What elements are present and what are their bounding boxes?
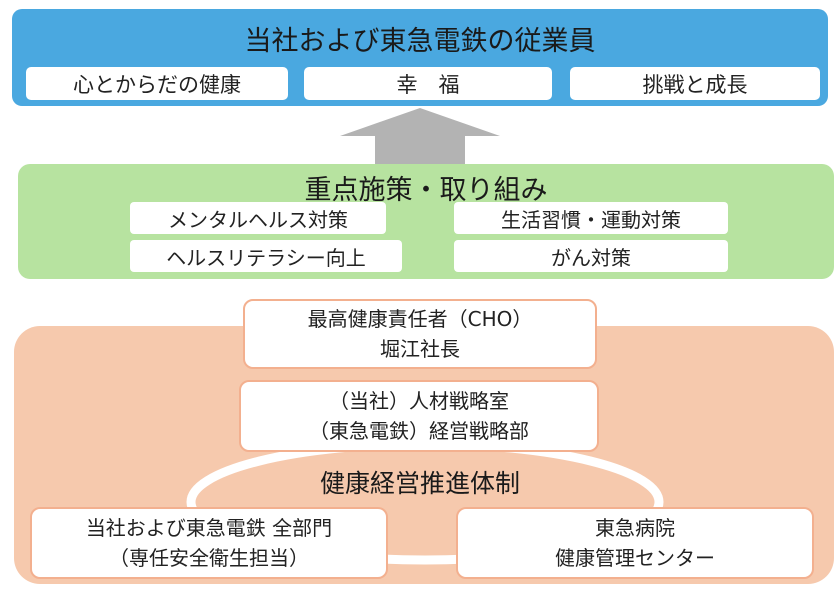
goal-happiness: 幸 福 [304, 67, 552, 100]
safety-health-staff-label: （専任安全衛生担当） [109, 546, 309, 570]
system-label: 健康経営推進体制 [319, 469, 520, 498]
initiative-lifestyle-exercise: 生活習慣・運動対策 [454, 202, 728, 234]
strategy-dept-railway: （東急電鉄）経営戦略部 [309, 419, 529, 443]
hospital-name: 東急病院 [595, 516, 675, 540]
initiative-health-literacy: ヘルスリテラシー向上 [130, 240, 402, 272]
initiatives-title: 重点施策・取り組み [304, 174, 548, 206]
all-departments-box: 当社および東急電鉄 全部門 （専任安全衛生担当） [30, 507, 388, 579]
cho-box: 最高健康責任者（CHO） 堀江社長 [243, 299, 597, 369]
all-departments-label: 当社および東急電鉄 全部門 [85, 516, 333, 540]
cho-name: 堀江社長 [380, 337, 460, 361]
initiatives-panel: 重点施策・取り組み メンタルヘルス対策 生活習慣・運動対策 ヘルスリテラシー向上… [18, 164, 834, 279]
initiative-cancer: がん対策 [454, 240, 728, 272]
goal-growth: 挑戦と成長 [570, 67, 820, 100]
cho-title: 最高健康責任者（CHO） [307, 307, 533, 331]
employees-panel: 当社および東急電鉄の従業員 心とからだの健康 幸 福 挑戦と成長 [12, 9, 828, 106]
up-arrow-icon [340, 108, 500, 164]
employees-title: 当社および東急電鉄の従業員 [244, 25, 596, 57]
strategy-dept-company: （当社）人材戦略室 [329, 389, 509, 413]
goal-health: 心とからだの健康 [26, 67, 288, 100]
initiative-mental-health: メンタルヘルス対策 [130, 202, 386, 234]
hospital-box: 東急病院 健康管理センター [456, 507, 814, 579]
strategy-dept-box: （当社）人材戦略室 （東急電鉄）経営戦略部 [239, 380, 599, 452]
health-center-name: 健康管理センター [555, 546, 715, 570]
